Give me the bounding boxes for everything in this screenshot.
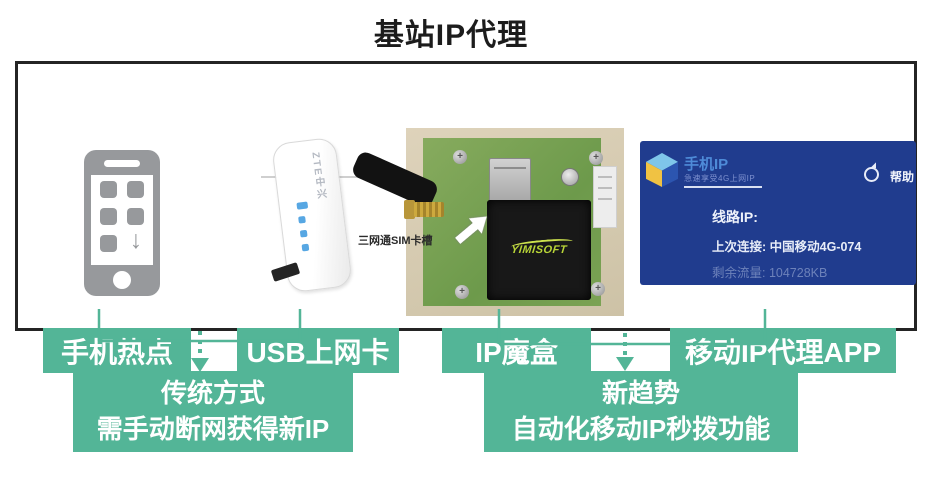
phone-home-button: [113, 271, 131, 289]
phone-hotspot-icon: ↓: [84, 150, 160, 296]
screw-icon: +: [589, 151, 603, 165]
app-tile: [100, 208, 117, 225]
conclusion-new-trend-line1: 新趋势: [601, 378, 680, 409]
line-ip-text: 线路IP:: [712, 209, 758, 225]
arrowhead-right: [616, 357, 634, 371]
pcb-board: + + + + YIMISOFT: [423, 138, 617, 306]
refresh-icon: [864, 167, 879, 182]
chip-brand-text: YIMISOFT: [510, 244, 568, 256]
app-tile: [127, 181, 144, 198]
screw-icon: +: [591, 282, 605, 296]
conclusion-new-trend-line2: 自动化移动IP秒拨功能: [511, 413, 771, 444]
conclusion-traditional: 传统方式 需手动断网获得新IP: [73, 371, 353, 452]
page-title: 基站IP代理: [373, 19, 529, 52]
dongle-led-indicators: [296, 201, 313, 252]
pcb-photo: + + + + YIMISOFT 三网通: [350, 128, 624, 316]
screw-icon: +: [453, 150, 467, 164]
conclusion-traditional-line2: 需手动断网获得新IP: [96, 413, 330, 444]
capacitor: [561, 168, 579, 186]
app-tile: [100, 181, 117, 198]
label-mobile-ip-proxy-app: 移动IP代理APP: [670, 328, 896, 373]
wire-connector: [593, 166, 617, 228]
zte-brand-text: ZTE中兴: [309, 151, 327, 202]
conclusion-traditional-line1: 传统方式: [160, 378, 265, 409]
mobile-app-screenshot: 手机IP 急速享受4G上网IP 帮助 线路IP: 上次连接: 中国移动4G-07…: [640, 141, 916, 285]
antenna-sma-connector: [414, 202, 444, 217]
sim-slot-caption: 三网通SIM卡槽: [358, 235, 433, 247]
app-subtitle: 急速享受4G上网IP: [684, 174, 756, 183]
phone-screen: ↓: [91, 175, 153, 265]
label-ip-magic-box: IP魔盒: [442, 328, 591, 373]
arrowhead-left: [191, 358, 209, 372]
label-phone-hotspot: 手机热点: [43, 328, 191, 373]
remaining-data-text: 剩余流量: 104728KB: [712, 266, 828, 280]
app-tile: [100, 235, 117, 252]
conclusion-new-trend: 新趋势 自动化移动IP秒拨功能: [484, 371, 798, 452]
download-arrow-icon: ↓: [129, 226, 143, 254]
sim-card-slot: [489, 158, 531, 204]
app-tile: [127, 208, 144, 225]
app-header-underline: [684, 186, 762, 188]
screw-icon: +: [455, 285, 469, 299]
devices-panel: ↓ ZTE中兴 + + + +: [15, 61, 917, 373]
help-button: 帮助: [890, 170, 915, 184]
last-connection-text: 上次连接: 中国移动4G-074: [712, 240, 862, 254]
app-name: 手机IP: [684, 156, 729, 173]
main-chip: YIMISOFT: [487, 200, 591, 300]
app-logo-icon: [646, 153, 678, 189]
antenna-sma-nut: [404, 200, 415, 219]
label-usb-card: USB上网卡: [237, 328, 399, 373]
phone-speaker-bar: [104, 160, 140, 167]
